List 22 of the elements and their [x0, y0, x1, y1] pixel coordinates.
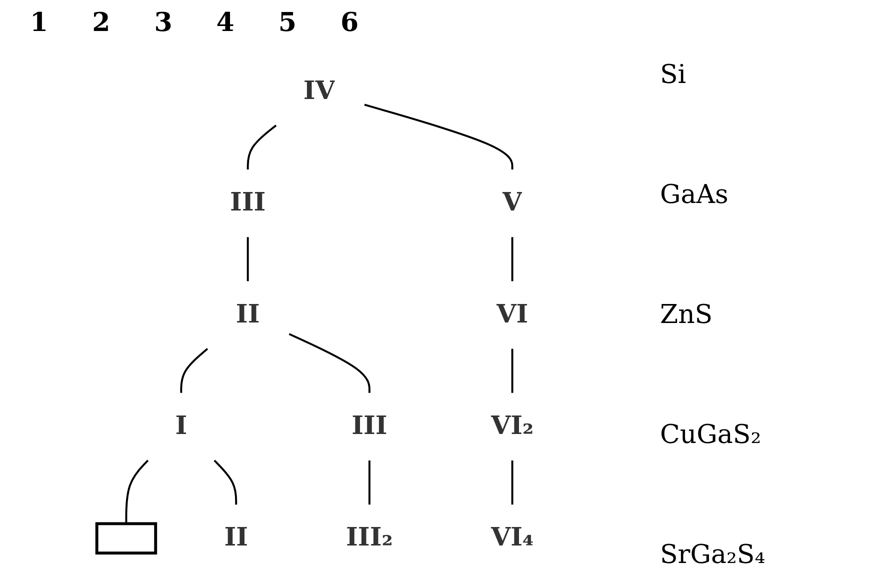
group-numeral: II: [236, 300, 260, 330]
group-numeral: IV: [303, 76, 336, 106]
compound-label: CuGaS₂: [660, 420, 762, 450]
group-numeral: VI₄: [490, 523, 534, 553]
group-numeral: V: [502, 188, 522, 218]
group-numeral: III₂: [346, 523, 393, 553]
group-numeral: VI₂: [490, 412, 534, 441]
group-numeral: II: [224, 523, 248, 553]
column-number: 1: [30, 8, 48, 38]
compound-label: GaAs: [660, 180, 730, 210]
group-numeral: III: [352, 412, 388, 441]
column-number: 6: [340, 8, 359, 38]
compound-label: Si: [660, 60, 688, 90]
compound-label: SrGa₂S₄: [660, 540, 766, 570]
column-number: 2: [92, 8, 110, 38]
group-numeral: VI: [496, 300, 528, 330]
column-number: 5: [278, 8, 296, 38]
column-number: 3: [154, 8, 172, 38]
group-numeral: III: [230, 188, 266, 218]
compound-label: ZnS: [660, 300, 714, 330]
group-numeral: I: [175, 412, 188, 441]
column-number: 4: [216, 8, 234, 38]
